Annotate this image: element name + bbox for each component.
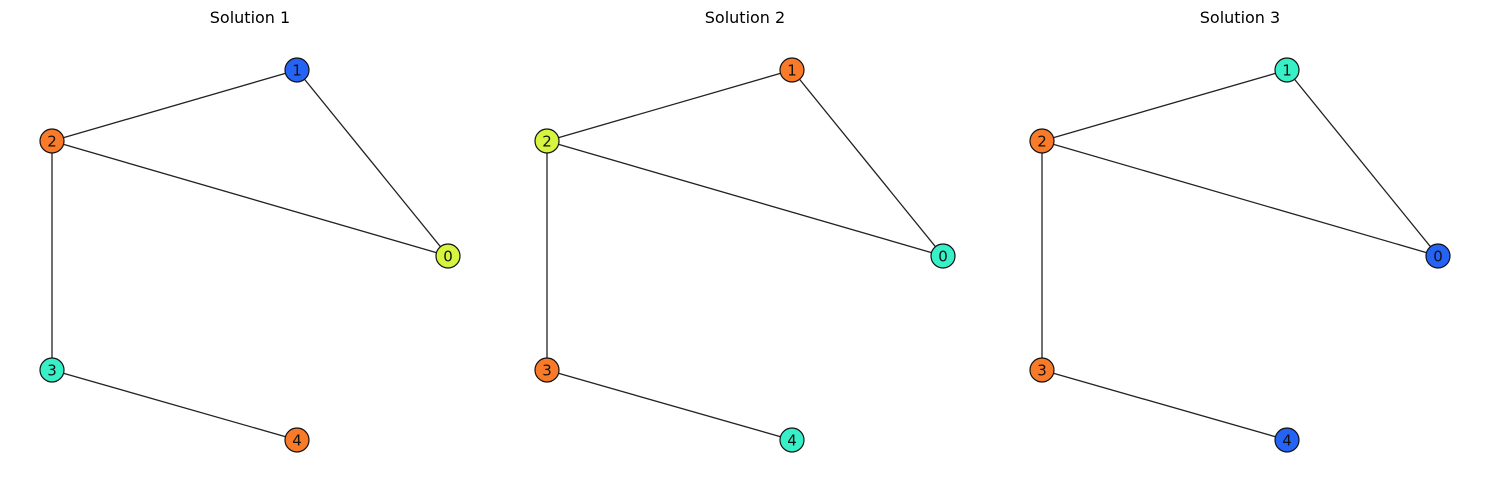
node-circle <box>1029 357 1055 383</box>
edge-0-2 <box>546 140 944 257</box>
solution-panel-3: Solution 3 0 1 2 3 4 <box>1000 0 1480 490</box>
panel-title: Solution 3 <box>1199 8 1281 27</box>
node-circle <box>39 357 65 383</box>
node-label: 1 <box>292 62 302 80</box>
node-1: 1 <box>284 57 310 83</box>
node-4: 4 <box>1274 427 1300 453</box>
node-circle <box>284 427 310 453</box>
node-label: 0 <box>1433 248 1443 266</box>
node-4: 4 <box>284 427 310 453</box>
node-0: 0 <box>435 243 461 269</box>
edge-0-2 <box>1041 140 1439 257</box>
node-1: 1 <box>1274 57 1300 83</box>
node-circle <box>779 427 805 453</box>
node-4: 4 <box>779 427 805 453</box>
node-label: 3 <box>47 362 57 380</box>
edge-1-2 <box>546 69 793 142</box>
solution-panel-2: Solution 2 0 1 2 3 4 <box>505 0 985 490</box>
graph-canvas: 0 1 2 3 4 <box>1029 57 1451 453</box>
node-label: 3 <box>1037 362 1047 380</box>
node-circle <box>284 57 310 83</box>
node-label: 4 <box>1282 432 1292 450</box>
node-label: 0 <box>938 248 948 266</box>
node-circle <box>1274 427 1300 453</box>
edge-1-2 <box>51 69 298 142</box>
edge-0-1 <box>791 69 944 257</box>
graph-canvas: 0 1 2 3 4 <box>39 57 461 453</box>
node-label: 2 <box>1037 133 1047 151</box>
node-label: 0 <box>443 248 453 266</box>
node-3: 3 <box>1029 357 1055 383</box>
node-circle <box>534 128 560 154</box>
node-2: 2 <box>39 128 65 154</box>
node-1: 1 <box>779 57 805 83</box>
node-3: 3 <box>39 357 65 383</box>
node-2: 2 <box>534 128 560 154</box>
node-label: 2 <box>542 133 552 151</box>
node-2: 2 <box>1029 128 1055 154</box>
node-circle <box>1029 128 1055 154</box>
node-label: 4 <box>292 432 302 450</box>
edge-0-2 <box>51 140 449 257</box>
node-label: 4 <box>787 432 797 450</box>
node-circle <box>534 357 560 383</box>
edge-3-4 <box>1041 369 1288 441</box>
edge-0-1 <box>296 69 449 257</box>
panel-title: Solution 1 <box>209 8 291 27</box>
node-circle <box>930 243 956 269</box>
panel-title: Solution 2 <box>704 8 786 27</box>
node-3: 3 <box>534 357 560 383</box>
node-0: 0 <box>1425 243 1451 269</box>
edge-3-4 <box>51 369 298 441</box>
node-circle <box>435 243 461 269</box>
graph-canvas: 0 1 2 3 4 <box>534 57 956 453</box>
node-label: 1 <box>787 62 797 80</box>
node-label: 2 <box>47 133 57 151</box>
edge-1-2 <box>1041 69 1288 142</box>
node-circle <box>779 57 805 83</box>
solution-panel-1: Solution 1 0 1 2 3 4 <box>10 0 490 490</box>
node-0: 0 <box>930 243 956 269</box>
edge-0-1 <box>1286 69 1439 257</box>
node-circle <box>1425 243 1451 269</box>
node-circle <box>1274 57 1300 83</box>
edge-3-4 <box>546 369 793 441</box>
node-circle <box>39 128 65 154</box>
node-label: 1 <box>1282 62 1292 80</box>
node-label: 3 <box>542 362 552 380</box>
